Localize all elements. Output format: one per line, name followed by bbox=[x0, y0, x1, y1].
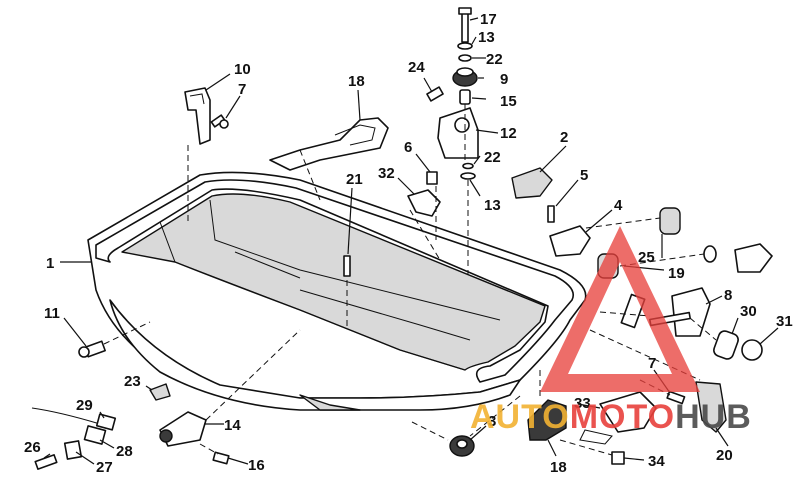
callout-6: 6 bbox=[404, 139, 412, 156]
screw-part-21 bbox=[343, 255, 351, 277]
callout-27: 27 bbox=[96, 459, 113, 476]
screw-part-7-top bbox=[210, 114, 229, 129]
callout-5: 5 bbox=[580, 167, 588, 184]
screw-part-5 bbox=[547, 205, 555, 223]
washer-part-13-top bbox=[457, 42, 473, 50]
callout-7-lower: 7 bbox=[648, 355, 656, 372]
callout-26: 26 bbox=[24, 439, 41, 456]
hinge-part-8 bbox=[671, 287, 711, 337]
grommet-part-3 bbox=[449, 435, 475, 457]
callout-18-top: 18 bbox=[348, 73, 365, 90]
callout-32: 32 bbox=[378, 165, 395, 182]
callout-17: 17 bbox=[480, 11, 497, 28]
ring-part-19 bbox=[703, 245, 717, 263]
washer-part-13-mid bbox=[460, 172, 476, 180]
callout-34: 34 bbox=[648, 453, 665, 470]
bolt-part-6 bbox=[426, 171, 438, 185]
callout-13-mid: 13 bbox=[484, 197, 501, 214]
callout-10: 10 bbox=[234, 61, 251, 78]
callout-24: 24 bbox=[408, 59, 425, 76]
clip-part-32 bbox=[407, 189, 441, 217]
callout-25: 25 bbox=[638, 249, 655, 266]
callout-4: 4 bbox=[614, 197, 623, 214]
clip-part-23 bbox=[149, 383, 171, 401]
assembly-lines bbox=[103, 104, 717, 456]
latch-part-33 bbox=[579, 391, 657, 445]
cylinder-part-25-top bbox=[659, 207, 681, 235]
clip-part-27 bbox=[63, 440, 83, 460]
leader-lines bbox=[43, 17, 779, 465]
screw-part-34 bbox=[611, 451, 625, 465]
callout-13-top: 13 bbox=[478, 29, 495, 46]
callout-3: 3 bbox=[488, 413, 496, 430]
callout-labels: 1 2 3 4 5 6 7 7 8 9 10 11 12 13 13 14 15… bbox=[24, 11, 793, 476]
callout-11: 11 bbox=[44, 305, 60, 322]
cable bbox=[31, 407, 101, 425]
callout-12: 12 bbox=[500, 125, 517, 142]
callout-14: 14 bbox=[224, 417, 241, 434]
watermark-text-hub: HUB bbox=[675, 398, 752, 436]
callout-1: 1 bbox=[46, 255, 54, 272]
callout-22-top: 22 bbox=[486, 51, 503, 68]
bolt-part-17 bbox=[458, 7, 472, 43]
callout-19: 19 bbox=[668, 265, 685, 282]
screw-part-7-lower bbox=[666, 390, 686, 405]
screw-part-24 bbox=[426, 86, 444, 102]
watermark-text-moto: MOTO bbox=[570, 398, 675, 436]
callout-18-lower: 18 bbox=[550, 459, 567, 476]
svg-text:AUTOMOTOHUB: AUTOMOTOHUB bbox=[470, 398, 752, 436]
watermark-text-auto: AUTO bbox=[470, 398, 570, 436]
clamp-part-31 bbox=[741, 339, 763, 361]
cylinder-part-30 bbox=[713, 330, 739, 360]
callout-28: 28 bbox=[116, 443, 133, 460]
mount-part-12 bbox=[437, 107, 479, 159]
watermark-logo: AUTOMOTOHUB bbox=[470, 226, 752, 436]
washer-part-22-top bbox=[458, 54, 472, 62]
lower-engine-cover bbox=[87, 171, 587, 411]
callout-31: 31 bbox=[776, 313, 793, 330]
fitting-part-right bbox=[734, 243, 773, 273]
sleeve-part-15 bbox=[459, 89, 471, 105]
callout-23: 23 bbox=[124, 373, 141, 390]
bracket-part-18-top bbox=[269, 117, 389, 171]
callout-16: 16 bbox=[248, 457, 265, 474]
grommet-part-9 bbox=[452, 67, 478, 87]
fitting-part-11 bbox=[78, 340, 106, 358]
callout-7-top: 7 bbox=[238, 81, 246, 98]
washer-part-22-mid bbox=[462, 162, 474, 170]
callout-2: 2 bbox=[560, 129, 568, 146]
callout-29: 29 bbox=[76, 397, 93, 414]
cap-part-2 bbox=[511, 167, 553, 199]
callout-33: 33 bbox=[574, 395, 591, 412]
holder-part-28 bbox=[83, 425, 107, 445]
callout-8: 8 bbox=[724, 287, 732, 304]
plate-part-29 bbox=[95, 413, 117, 431]
watermark-triangle-icon bbox=[540, 226, 700, 392]
callout-22-mid: 22 bbox=[484, 149, 501, 166]
bracket-part-20 bbox=[695, 381, 727, 433]
bracket-part-4 bbox=[549, 225, 591, 257]
callout-20: 20 bbox=[716, 447, 733, 464]
screw-part-16 bbox=[212, 451, 230, 465]
callout-21: 21 bbox=[346, 171, 363, 188]
bracket-part-10 bbox=[184, 87, 211, 145]
bracket-part-14 bbox=[159, 411, 207, 447]
callout-30: 30 bbox=[740, 303, 757, 320]
callout-9: 9 bbox=[500, 71, 508, 88]
callout-15: 15 bbox=[500, 93, 517, 110]
cover-part-18-lower bbox=[527, 399, 567, 441]
